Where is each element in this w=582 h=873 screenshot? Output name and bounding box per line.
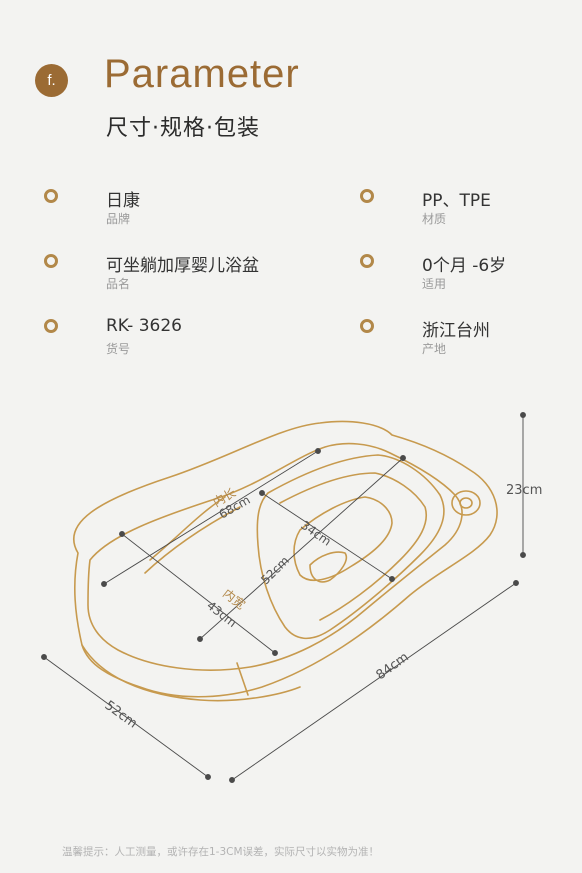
- bullet-icon: [44, 189, 58, 203]
- height-value: 23cm: [506, 483, 542, 498]
- param-value: 日康: [106, 191, 140, 211]
- seat-length-value: 52cm: [258, 553, 292, 587]
- tub-inner-rim: [87, 442, 463, 671]
- page-title: Parameter: [104, 52, 300, 96]
- param-label: 适用: [422, 277, 447, 291]
- param-value: 0个月 -6岁: [422, 256, 507, 276]
- param-value: PP、TPE: [422, 191, 491, 211]
- param-label: 材质: [422, 212, 447, 226]
- param-label: 货号: [106, 342, 131, 356]
- param-label: 品牌: [106, 212, 131, 226]
- bullet-icon: [44, 319, 58, 333]
- tub-outer-rim: [72, 420, 498, 698]
- bullet-icon: [360, 254, 374, 268]
- tub-base: [81, 644, 301, 702]
- bullet-icon: [360, 319, 374, 333]
- outer-length-value: 84cm: [374, 650, 412, 684]
- param-value: 可坐躺加厚婴儿浴盆: [106, 256, 259, 276]
- bullet-icon: [44, 254, 58, 268]
- param-label: 产地: [422, 342, 447, 356]
- page-subtitle: 尺寸·规格·包装: [106, 116, 260, 141]
- seat-width-value: 34cm: [298, 518, 334, 549]
- seat-insert: [256, 454, 445, 640]
- measurement-note: 温馨提示：人工测量，或许存在1-3CM误差，实际尺寸以实物为准！: [62, 846, 380, 858]
- param-value: RK- 3626: [106, 316, 182, 336]
- bullet-icon: [360, 189, 374, 203]
- tub-handle: [451, 490, 481, 516]
- outer-width-value: 52cm: [102, 698, 140, 732]
- param-value: 浙江台州: [422, 321, 490, 341]
- param-label: 品名: [106, 277, 131, 291]
- section-badge: f.: [35, 64, 68, 97]
- bathtub-dimension-diagram: 内长 68cm 34cm 52cm 内宽 43cm 23cm 84cm 52cm: [41, 412, 542, 783]
